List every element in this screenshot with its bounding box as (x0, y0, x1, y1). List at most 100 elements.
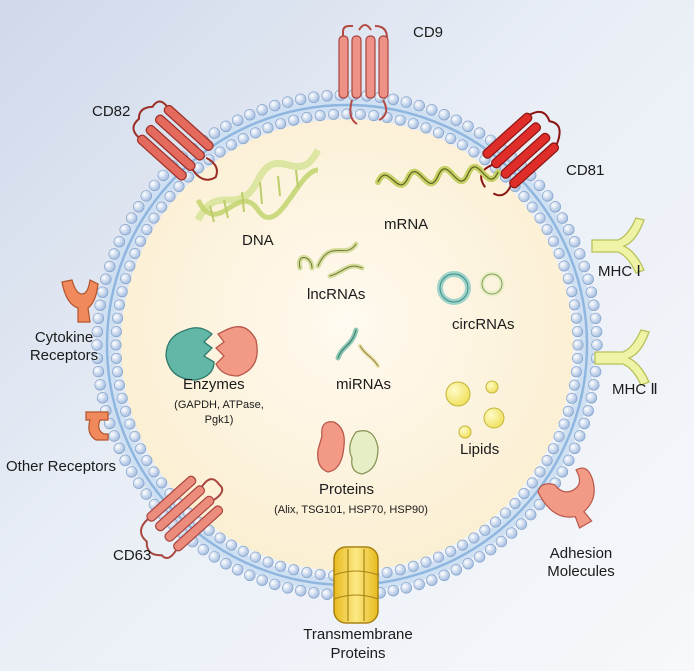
lipid-head-inner (509, 497, 521, 509)
lipid-head-outer (533, 179, 546, 192)
lipid-head-outer (133, 201, 145, 213)
lipid-head-inner (572, 326, 584, 338)
lipid-head-inner (445, 133, 457, 145)
mhc-i-label: MHC Ⅰ (598, 263, 641, 280)
lipid-head-outer (308, 587, 320, 599)
lipid-head-inner (301, 566, 313, 578)
lipid-head-inner (112, 366, 124, 378)
lipid-head-inner (164, 191, 176, 203)
lipid-head-inner (226, 139, 238, 151)
mrna-label: mRNA (384, 216, 429, 233)
lipid-head-outer (125, 212, 138, 224)
lipid-head-outer (473, 551, 486, 563)
lipid-head-inner (534, 466, 546, 478)
lipid-head-outer (148, 179, 161, 192)
lipid-head-outer (585, 286, 598, 298)
cd82-label: CD82 (92, 103, 131, 120)
enzyme-shapes (165, 326, 258, 381)
transmembrane-proteins-label-line1: Transmembrane (303, 626, 413, 643)
lipid-head-inner (479, 524, 491, 536)
lipid-head-outer (91, 339, 103, 351)
enzymes-label: Enzymes (183, 376, 245, 393)
cd63-tetraspanin (139, 475, 224, 559)
lipid-head-outer (119, 454, 131, 466)
proteins-detail: (Alix, TSG101, HSP70, HSP90) (274, 504, 428, 516)
lipid-head-outer (574, 248, 586, 260)
lipid-head-outer (269, 578, 281, 591)
lipid-head-inner (275, 560, 287, 572)
lipid-head-inner (141, 454, 153, 466)
lipid-head-outer (321, 588, 333, 600)
lipid-head-outer (563, 454, 575, 466)
lipid-head-inner (499, 507, 511, 519)
lipid-head-inner (214, 532, 226, 544)
lipid-head-inner (558, 418, 570, 430)
lipid-head-outer (197, 543, 210, 556)
lipid-head-outer (208, 551, 221, 563)
lipid-head-outer (92, 365, 105, 378)
lipid-head-inner (572, 339, 584, 351)
lipid-head-outer (96, 286, 109, 298)
lipid-head-inner (124, 418, 136, 430)
lipid-head-inner (314, 110, 326, 122)
lipid-head-outer (495, 535, 508, 548)
lipid-head-inner (301, 112, 313, 124)
dna-label: DNA (242, 232, 274, 249)
lipid-head-inner (407, 118, 419, 130)
dna-helix (194, 148, 322, 223)
cd81-label: CD81 (566, 162, 605, 179)
cytokine-receptor (61, 279, 99, 323)
lipid-head-outer (269, 99, 281, 112)
lipid-head-inner (135, 443, 147, 455)
lipid-head-outer (450, 114, 462, 126)
lipid-head-outer (515, 518, 528, 530)
lipid-head-outer (473, 127, 486, 139)
lipid-head-outer (556, 212, 569, 224)
lipid-head-outer (100, 273, 112, 285)
lipid-head-outer (585, 392, 598, 404)
other-receptor (85, 411, 109, 441)
lipid-head-inner (156, 477, 168, 489)
cd9-tetraspanin (338, 24, 389, 125)
adhesion-molecules-label-line2: Molecules (547, 563, 615, 580)
lipid-head-inner (226, 539, 238, 551)
lipid-head-inner (526, 477, 538, 489)
lipid-head-outer (91, 326, 104, 338)
lipid-head-inner (568, 379, 580, 391)
lipid-head-outer (220, 120, 232, 133)
lipid-head-outer (524, 508, 537, 521)
lipid-head-outer (256, 104, 268, 116)
lipid-head-inner (110, 326, 122, 338)
lipid-head-inner (570, 366, 582, 378)
lipid-head-inner (468, 532, 480, 544)
lipid-head-outer (244, 108, 256, 121)
lipid-head-inner (420, 122, 432, 134)
lipid-head-inner (432, 551, 444, 563)
mirnas-label: miRNAs (336, 376, 391, 393)
lipid-head-outer (563, 224, 575, 236)
lipid-head-inner (288, 114, 300, 126)
lipid-head-inner (553, 430, 565, 442)
lipid-head-outer (282, 96, 294, 108)
lipid-head-outer (125, 466, 138, 478)
lipid-head-inner (110, 339, 122, 351)
cd81-tetraspanin (480, 110, 561, 197)
lipid-head-inner (110, 352, 122, 364)
cd82-tetraspanin (132, 100, 218, 181)
lipid-head-inner (566, 286, 578, 298)
lipid-head-inner (572, 352, 584, 364)
lipid-head-outer (505, 527, 518, 539)
lipid-head-inner (394, 114, 406, 126)
lipid-head-inner (489, 516, 501, 528)
lipid-head-outer (568, 236, 581, 248)
lipid-head-outer (549, 201, 561, 213)
lipid-head-outer (94, 379, 106, 391)
lipid-head-outer (108, 248, 120, 260)
lipid-head-outer (96, 392, 109, 404)
lipid-head-outer (295, 93, 307, 106)
lncrna-strands (296, 241, 365, 279)
lipid-head-outer (232, 564, 244, 576)
lipid-head-outer (92, 312, 105, 325)
